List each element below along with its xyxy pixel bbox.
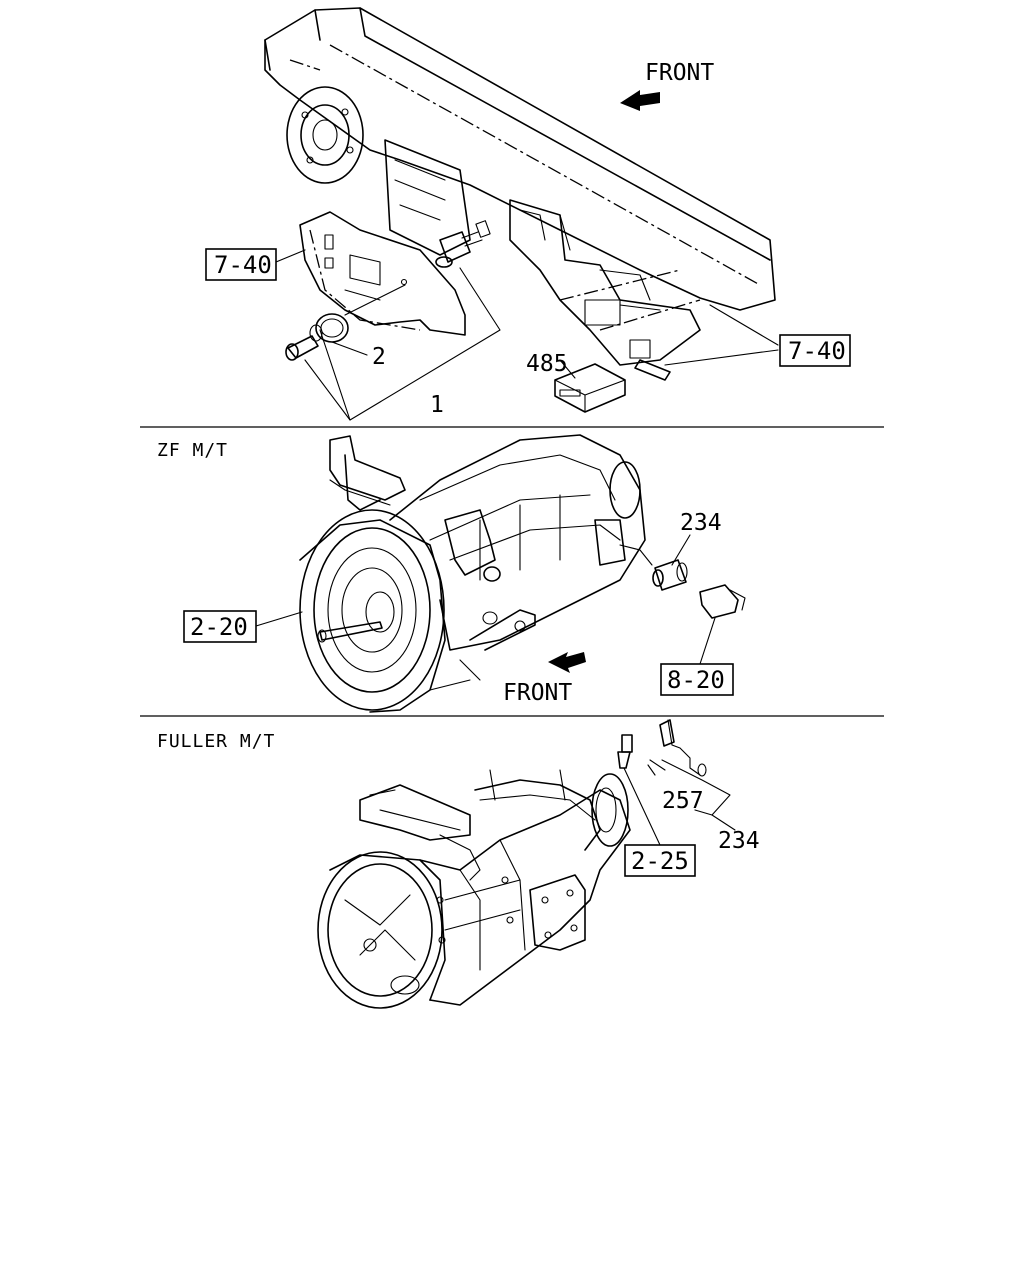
ref-7-40-right-label: 7-40 — [788, 337, 846, 365]
fuller-part-257-label: 257 — [662, 788, 704, 814]
part-485-label: 485 — [526, 351, 568, 377]
ref-2-20-label: 2-20 — [190, 613, 248, 641]
part-1-label: 1 — [430, 392, 444, 418]
front-label-zf: FRONT — [503, 680, 572, 706]
bracket-plate — [275, 211, 501, 421]
ref-box-2-25[interactable]: 2-25 — [624, 844, 696, 877]
fuller-part-234-label: 234 — [718, 828, 760, 854]
ref-box-7-40-left[interactable]: 7-40 — [205, 248, 277, 281]
front-arrow-top: FRONT — [620, 60, 714, 111]
ref-box-8-20[interactable]: 8-20 — [660, 663, 734, 696]
part-2-label: 2 — [372, 344, 386, 370]
zf-part-234-label: 234 — [680, 510, 722, 536]
ref-2-25-label: 2-25 — [631, 847, 689, 875]
front-label-top: FRONT — [645, 60, 714, 86]
ref-box-7-40-right[interactable]: 7-40 — [779, 334, 851, 367]
zf-transmission-drawing — [255, 434, 746, 713]
fuller-section-title: FULLER M/T — [157, 731, 275, 752]
frame-drawing — [264, 7, 779, 381]
zf-section-title: ZF M/T — [157, 440, 228, 461]
ref-8-20-label: 8-20 — [667, 666, 725, 694]
ref-box-2-20[interactable]: 2-20 — [183, 610, 257, 643]
control-module-485 — [554, 359, 626, 413]
fuller-transmission-drawing — [317, 719, 736, 1009]
front-arrow-zf: FRONT — [503, 652, 586, 706]
ref-7-40-left-label: 7-40 — [214, 251, 272, 279]
